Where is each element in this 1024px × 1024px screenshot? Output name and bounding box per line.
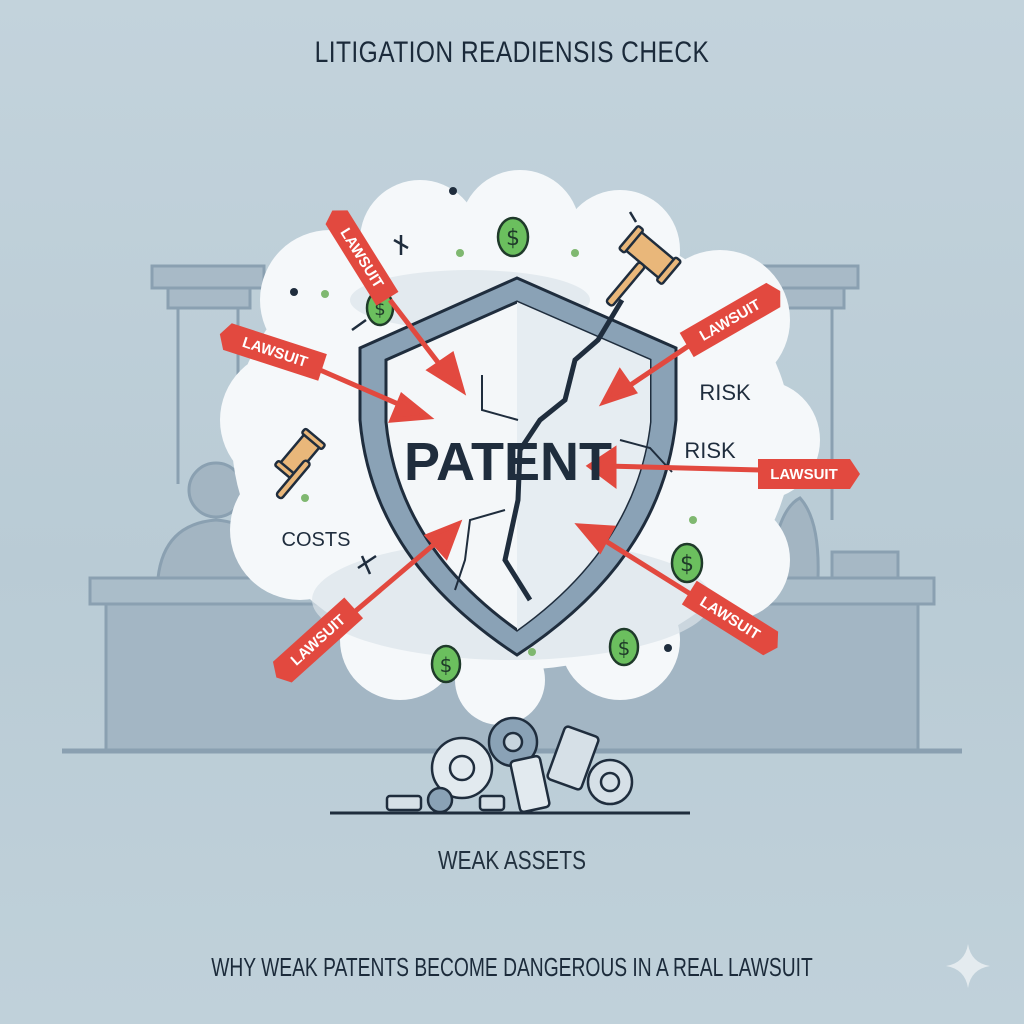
costs-label: COSTS <box>282 529 351 551</box>
svg-text:LAWSUIT: LAWSUIT <box>770 466 838 483</box>
risk-label: RISK <box>699 380 751 405</box>
gavel-icon <box>605 225 682 307</box>
dollar-icon: $ <box>430 644 462 684</box>
svg-text:$: $ <box>618 636 631 660</box>
dollar-icon: $ <box>670 542 704 584</box>
lawsuit-arrows <box>319 298 761 622</box>
dollar-icon: $ <box>496 216 530 258</box>
sparkle-icon <box>946 944 990 988</box>
dollar-icon: $ <box>608 627 640 667</box>
shield-label: PATENT <box>404 432 612 492</box>
subtitle: WHY WEAK PATENTS BECOME DANGEROUS IN A R… <box>211 952 813 982</box>
weak-assets-label: WEAK ASSETS <box>438 845 586 875</box>
weak-assets-pile <box>330 716 690 815</box>
svg-text:$: $ <box>440 653 453 677</box>
lawsuit-banner: LAWSUIT <box>758 459 860 489</box>
svg-text:$: $ <box>506 226 520 251</box>
svg-text:$: $ <box>680 552 694 577</box>
risk-label: RISK <box>684 438 736 463</box>
page-title: LITIGATION READIENSIS CHECK <box>314 36 710 69</box>
svg-text:$: $ <box>374 299 385 320</box>
gavel-icon <box>274 427 326 500</box>
